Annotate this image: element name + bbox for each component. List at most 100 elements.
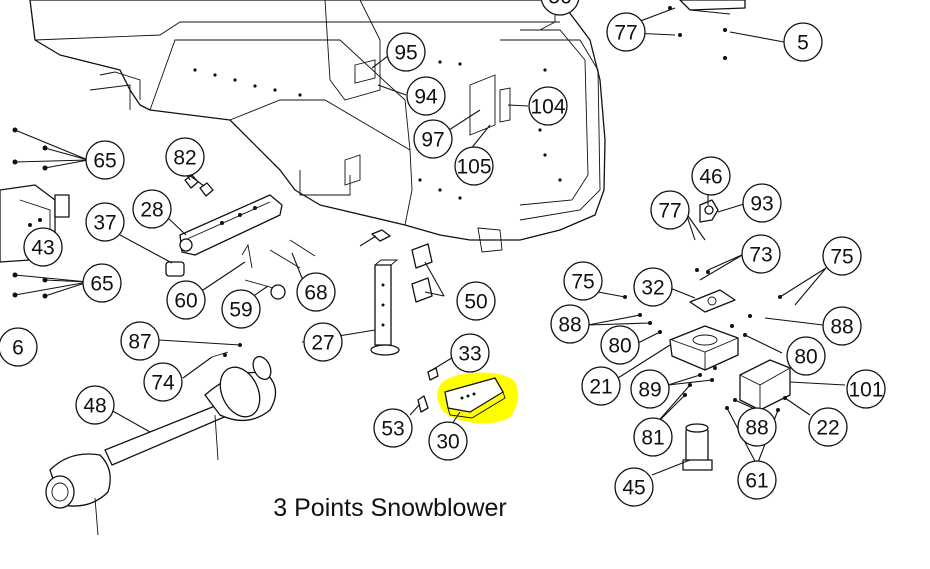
callout-61: 61 [737,460,777,500]
callout-22: 22 [808,407,848,447]
top-right-parts [668,0,746,60]
callout-number: 68 [304,282,327,305]
callout-28: 28 [132,189,172,229]
highlighted-plate-30 [417,367,518,424]
callout-number: 22 [816,417,839,440]
callout-number: 97 [421,129,444,152]
callout-number: 46 [699,166,722,189]
callout-97: 97 [413,119,453,159]
callout-number: 6 [12,337,24,360]
callout-number: 74 [151,372,175,395]
callout-number: 104 [530,96,565,119]
callout-56: 56 [540,0,580,16]
callout-number: 50 [464,291,487,314]
callout-94: 94 [406,76,446,116]
callout-33: 33 [450,333,490,373]
callout-number: 105 [456,156,491,179]
callout-number: 53 [381,418,404,441]
callout-105: 105 [454,146,494,186]
callout-32: 32 [633,267,673,307]
callout-number: 82 [173,147,196,170]
link-arm [165,174,316,300]
callout-87: 87 [120,321,160,361]
callout-45: 45 [614,467,654,507]
callout-number: 75 [830,246,853,269]
callout-labels: 5677595941049710565822837469377737575435… [0,0,886,507]
callout-82: 82 [165,137,205,177]
callout-104: 104 [528,86,568,126]
callout-number: 48 [83,395,106,418]
callout-46: 46 [691,156,731,196]
support-post [370,229,433,356]
callout-80: 80 [786,336,826,376]
callout-68: 68 [296,272,336,312]
callout-59: 59 [221,289,261,329]
callout-number: 21 [589,376,612,399]
callout-number: 73 [749,244,772,267]
callout-88: 88 [822,306,862,346]
callout-50: 50 [456,281,496,321]
callout-number: 5 [797,32,809,55]
callout-number: 27 [311,332,334,355]
callout-73: 73 [741,234,781,274]
callout-number: 77 [614,22,637,45]
callout-number: 56 [548,0,571,9]
callout-number: 65 [90,273,113,296]
callout-number: 81 [641,427,664,450]
callout-number: 87 [128,331,151,354]
callout-53: 53 [373,408,413,448]
callout-65: 65 [82,263,122,303]
callout-number: 95 [394,42,417,65]
callout-77: 77 [606,12,646,52]
callout-number: 30 [436,431,459,454]
gearbox [0,127,70,299]
callout-number: 61 [745,470,768,493]
diagram-caption: 3 Points Snowblower [273,494,507,522]
callout-77: 77 [650,190,690,230]
callout-43: 43 [23,227,63,267]
callout-number: 28 [140,199,163,222]
callout-number: 75 [571,271,594,294]
callout-30: 30 [428,421,468,461]
callout-5: 5 [783,22,823,62]
callout-89: 89 [630,369,670,409]
callout-21: 21 [581,366,621,406]
callout-number: 37 [93,212,116,235]
driveline [45,343,277,536]
callout-95: 95 [386,32,426,72]
callout-number: 88 [830,316,853,339]
callout-number: 80 [794,346,817,369]
callout-37: 37 [85,202,125,242]
callout-65: 65 [85,140,125,180]
callout-number: 59 [229,299,252,322]
callout-number: 80 [608,335,631,358]
callout-75: 75 [563,261,603,301]
callout-75: 75 [822,236,862,276]
callout-number: 88 [558,314,581,337]
callout-74: 74 [143,362,183,402]
callout-number: 94 [414,86,438,109]
callout-number: 43 [31,237,54,260]
callout-number: 65 [93,150,116,173]
callout-93: 93 [742,183,782,223]
callout-27: 27 [303,322,343,362]
callout-60: 60 [166,280,206,320]
callout-number: 89 [638,379,661,402]
callout-number: 77 [658,200,681,223]
callout-81: 81 [633,417,673,457]
callout-101: 101 [846,369,886,409]
callout-48: 48 [75,385,115,425]
callout-88: 88 [550,304,590,344]
callout-number: 88 [745,417,768,440]
callout-number: 101 [848,379,883,402]
callout-number: 33 [458,343,481,366]
callout-number: 60 [174,290,197,313]
callout-88: 88 [737,407,777,447]
callout-6: 6 [0,327,38,367]
callout-number: 32 [641,277,664,300]
callout-number: 45 [622,477,645,500]
leader-lines [14,7,846,476]
callout-number: 93 [750,193,773,216]
